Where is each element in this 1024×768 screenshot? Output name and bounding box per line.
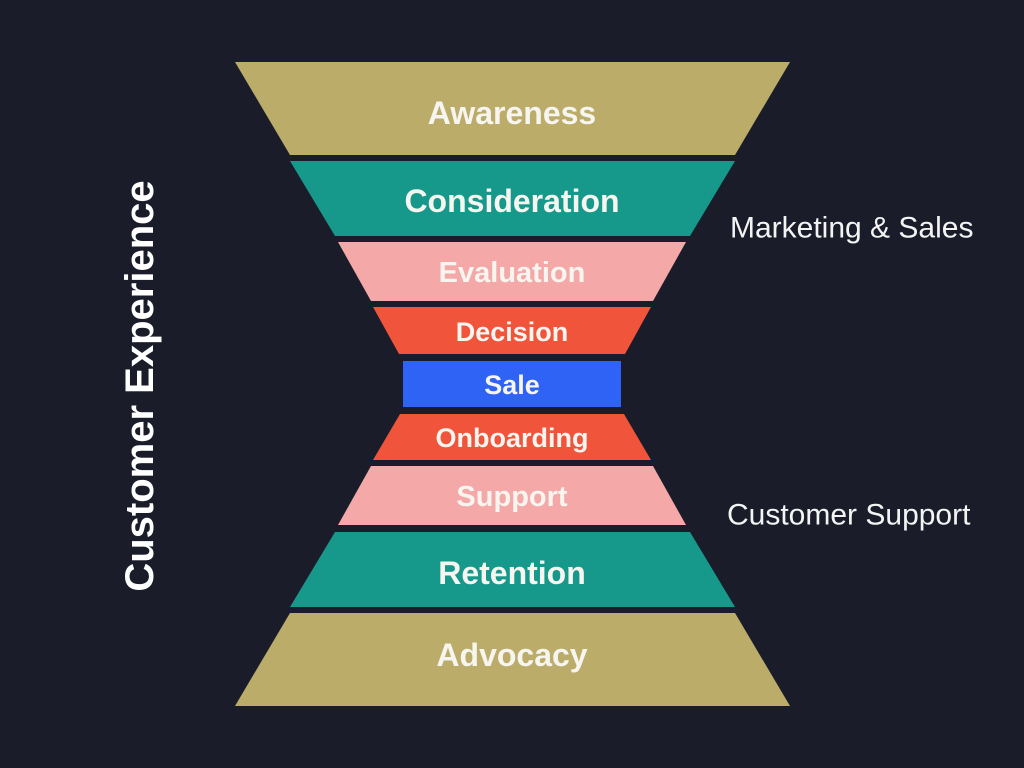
stage-label: Onboarding bbox=[436, 423, 589, 453]
stage-label: Decision bbox=[456, 317, 569, 347]
stage-onboarding: Onboarding bbox=[373, 414, 651, 460]
stage-retention-shape bbox=[290, 532, 735, 607]
marketing-sales-label: Marketing & Sales bbox=[730, 212, 973, 245]
stage-evaluation: Evaluation bbox=[338, 242, 686, 301]
stage-awareness: Awareness bbox=[235, 62, 790, 155]
stage-label: Consideration bbox=[404, 183, 619, 219]
stage-onboarding-shape bbox=[373, 414, 651, 460]
stage-advocacy: Advocacy bbox=[235, 613, 790, 706]
stage-label: Retention bbox=[438, 555, 586, 591]
stage-sale-shape bbox=[403, 361, 621, 407]
stage-label: Sale bbox=[484, 370, 540, 400]
stage-consideration: Consideration bbox=[290, 161, 735, 236]
stage-evaluation-shape bbox=[338, 242, 686, 301]
stage-support: Support bbox=[338, 466, 686, 525]
stage-retention: Retention bbox=[290, 532, 735, 607]
customer-support-label: Customer Support bbox=[727, 499, 971, 532]
stage-label: Advocacy bbox=[436, 637, 587, 673]
stage-decision: Decision bbox=[373, 307, 651, 354]
stage-label: Awareness bbox=[428, 95, 596, 131]
stage-advocacy-shape bbox=[235, 613, 790, 706]
stage-sale: Sale bbox=[403, 361, 621, 407]
stage-decision-shape bbox=[373, 307, 651, 354]
stage-awareness-shape bbox=[235, 62, 790, 155]
stage-support-shape bbox=[338, 466, 686, 525]
stage-consideration-shape bbox=[290, 161, 735, 236]
stage-label: Support bbox=[456, 481, 567, 513]
stage-label: Evaluation bbox=[439, 257, 586, 289]
diagram-title: Customer Experience bbox=[118, 180, 162, 591]
